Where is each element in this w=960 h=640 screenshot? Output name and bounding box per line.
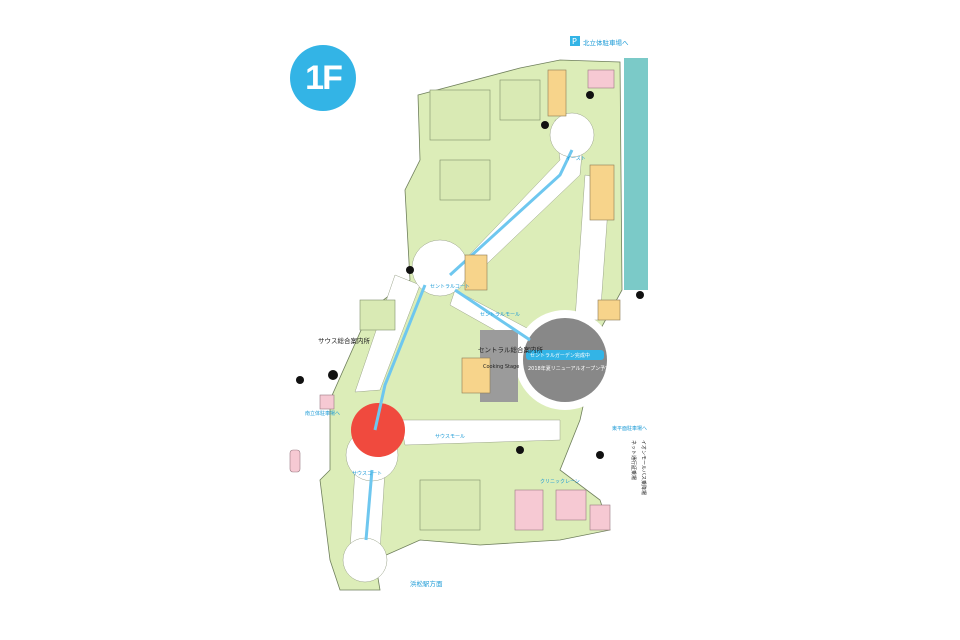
south-info-label: サウス総合案内所 (318, 336, 371, 345)
atm-icon (296, 376, 304, 384)
locker-icon (636, 291, 644, 299)
station-label: 浜松駅方面 (410, 579, 443, 588)
bus-note-1: ネット通行証乗場 (630, 440, 637, 480)
floor-badge: 1F (290, 45, 356, 111)
south-corridor (354, 274, 421, 393)
station-court-circle (342, 537, 388, 583)
toilet-icon (586, 91, 594, 99)
wheelchair-icon (516, 446, 524, 454)
east-parking-label: 東平面駐車場へ (612, 425, 647, 432)
central-garden-label: セントラルガーデン完成中 (530, 352, 590, 359)
east-court-label: イースト (566, 156, 586, 162)
north-court (549, 112, 595, 158)
teal-building (624, 58, 648, 290)
bus-note-2: イオンモールバス乗降場 (640, 440, 647, 495)
central-garden-banner (526, 350, 604, 360)
svg-text:P: P (572, 37, 577, 46)
escalator-icon (406, 266, 414, 274)
central-mall-label: セントラルモール (480, 312, 520, 318)
current-location-marker (351, 403, 405, 457)
cooking-stage-label: Cooking Stage (483, 364, 519, 370)
info-icon (328, 370, 338, 380)
south-court-label: サウスコート (352, 470, 382, 477)
floor-label: 1F (305, 58, 343, 97)
central-info-label: セントラル総合案内所 (478, 345, 544, 354)
south-mall-label: サウスモール (435, 433, 465, 440)
baby-icon (596, 451, 604, 459)
route-south (373, 284, 427, 431)
central-court-label: セントラルコート (430, 284, 470, 290)
route-station (364, 469, 374, 541)
central-garden-note: 2018年夏リニューアルオープン予定 (528, 365, 610, 372)
shop-blocks (289, 69, 621, 531)
clinic-lane-label: クリニックレーン (540, 479, 580, 485)
north-parking-label: 北立体駐車場へ (583, 38, 629, 47)
route-central (454, 288, 531, 342)
route-north (448, 149, 574, 277)
south-parking-label: 南立体駐車場へ (305, 410, 340, 417)
elevator-icon (541, 121, 549, 129)
parking-icon: P (570, 36, 580, 46)
